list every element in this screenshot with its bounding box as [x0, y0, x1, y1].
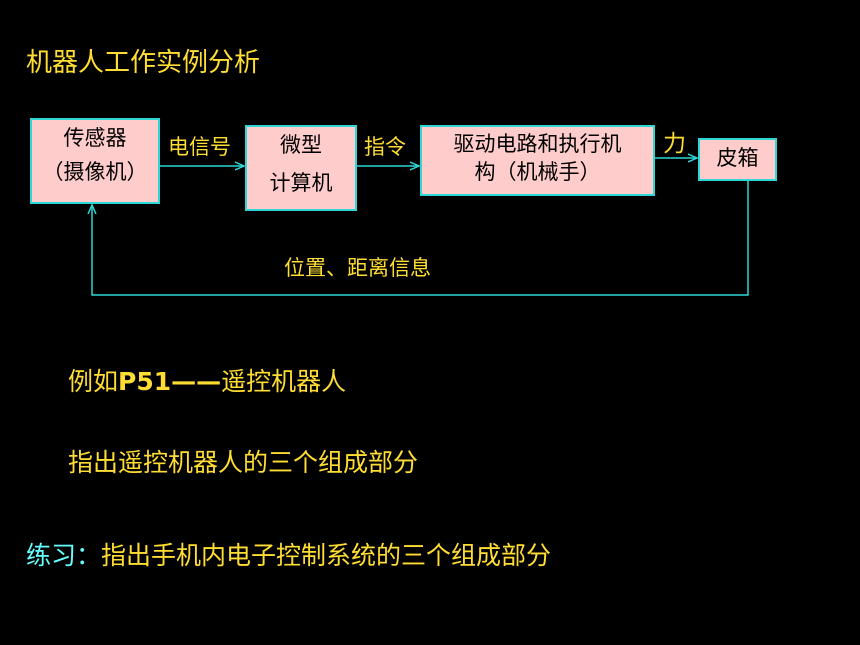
micro-label-line1: 微型 [280, 133, 322, 157]
edge-label-force: 力 [663, 131, 686, 157]
sensor-label-line2: （摄像机） [42, 160, 148, 185]
exercise-line: 练习：指出手机内电子控制系统的三个组成部分 [26, 536, 551, 572]
exercise-label: 练习： [26, 541, 102, 570]
example-suffix: 遥控机器人 [221, 367, 347, 396]
feedback-label: 位置、距离信息 [284, 256, 431, 280]
edge-label-command: 指令 [364, 135, 406, 159]
sensor-label-line1: 传感器 [63, 126, 127, 150]
drive-label-line1: 驱动电路和执行机 [453, 132, 622, 156]
edge-label-signal: 电信号 [168, 135, 231, 159]
question-line: 指出遥控机器人的三个组成部分 [68, 448, 419, 477]
exercise-text: 指出手机内电子控制系统的三个组成部分 [101, 541, 552, 570]
example-ref: P51—— [118, 367, 222, 396]
example-line: 例如P51——遥控机器人 [68, 362, 346, 398]
micro-label-line2: 计算机 [269, 171, 333, 196]
suitcase-label: 皮箱 [716, 146, 759, 170]
feedback-arrow [92, 181, 749, 296]
sensor-box: 传感器 （摄像机） [30, 118, 160, 204]
example-prefix: 例如 [68, 367, 119, 396]
microcomputer-box: 微型 计算机 [245, 125, 357, 211]
drive-box: 驱动电路和执行机 构（机械手） [420, 125, 655, 196]
page-title: 机器人工作实例分析 [26, 48, 261, 78]
drive-label-line2: 构（机械手） [474, 160, 601, 185]
suitcase-box: 皮箱 [698, 138, 777, 181]
